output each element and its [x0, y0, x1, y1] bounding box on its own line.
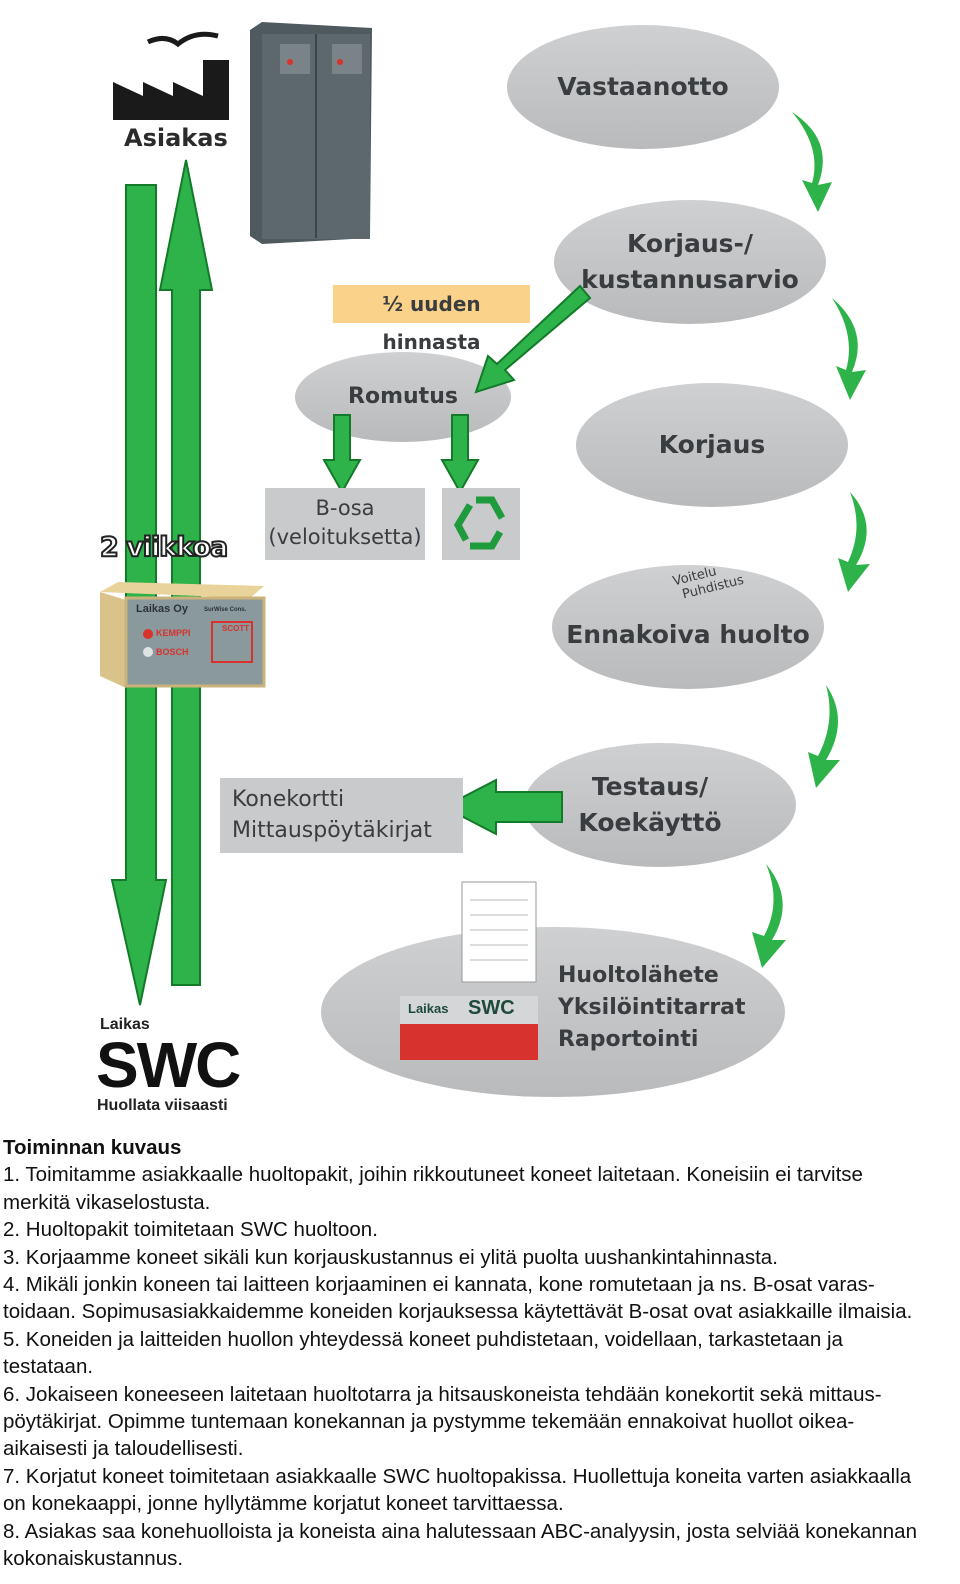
step-testing: Testaus/Koekäyttö [524, 743, 796, 867]
flow-arrows [752, 112, 870, 968]
description-title: Toiminnan kuvaus [3, 1136, 182, 1159]
step-label: Korjaus-/ [626, 229, 754, 258]
step-label: kustannusarvio [581, 265, 799, 294]
step-label: Raportointi [558, 1027, 699, 1052]
factory-icon [113, 31, 229, 120]
step-label: Korjaus [658, 430, 766, 459]
step-preventive-maintenance: Ennakoiva huolto [552, 565, 824, 689]
service-box-image [100, 582, 266, 688]
arrow-to-scrap [474, 284, 592, 394]
description-line: testataan. [3, 1355, 94, 1379]
step-label: Ennakoiva huolto [566, 620, 810, 649]
step-ellipse [576, 383, 848, 507]
step-label: Yksilöintitarrat [558, 995, 746, 1020]
description-line: 3. Korjaamme koneet sikäli kun korjausku… [3, 1245, 778, 1269]
b-parts-box: B-osa (veloituksetta) [265, 488, 425, 560]
description-line: 5. Koneiden ja laitteiden huollon yhteyd… [3, 1327, 843, 1351]
recycle-icon [453, 496, 506, 550]
arrow-to-records [441, 778, 563, 836]
curved-arrow-icon [752, 864, 786, 968]
curved-arrow-icon [808, 685, 840, 788]
duration-label: 2 viikkoa [99, 531, 229, 564]
description-body: 1. Toimitamme asiakkaalle huoltopakit, j… [3, 1161, 958, 1572]
cabinet-image [250, 22, 372, 244]
description-line: 1. Toimitamme asiakkaalle huoltopakit, j… [3, 1163, 863, 1187]
b-parts-note: (veloituksetta) [268, 525, 422, 549]
description-line: 4. Mikäli jonkin koneen tai laitteen kor… [3, 1273, 875, 1297]
scrap-label: Romutus [348, 384, 458, 409]
step-ellipse [554, 200, 826, 324]
step-label: Koekäyttö [578, 808, 722, 837]
description-line: kokonaiskustannus. [3, 1547, 184, 1571]
step-ellipse [524, 743, 796, 867]
description-line: 8. Asiakas saa konehuolloista ja koneist… [3, 1519, 917, 1543]
report-document-image [461, 881, 537, 983]
logo-tagline: Huollata viisaasti [97, 1097, 228, 1114]
step-label: Testaus/ [591, 772, 709, 801]
step-estimate: Korjaus-/ kustannusarvio [554, 200, 826, 324]
arrow-to-recycling [440, 414, 480, 495]
delivery-arrow-down [110, 184, 168, 1006]
logo-top: Laikas [100, 1016, 150, 1033]
customer-label: Asiakas [124, 124, 228, 152]
diagram-graphics [100, 22, 870, 1097]
logo-swc: SWC [96, 1029, 241, 1101]
step-label: Vastaanotto [557, 72, 729, 101]
description-line: aikaisesti ja taloudellisesti. [3, 1437, 244, 1461]
sticker-right: SWC [468, 997, 515, 1019]
step-reception: Vastaanotto [507, 25, 779, 149]
box-partner-label: SCOTT [222, 624, 250, 633]
description-section: Toiminnan kuvaus 1. Toimitamme asiakkaal… [3, 1134, 958, 1573]
box-partner-label: KEMPPI [156, 628, 191, 638]
description-line: 2. Huoltopakit toimitetaan SWC huoltoon. [3, 1218, 378, 1242]
records-label: Konekortti [232, 787, 345, 812]
arrow-to-b-parts [322, 414, 362, 495]
description-line: pöytäkirjat. Opimme tuntemaan konekannan… [3, 1410, 855, 1434]
records-label: Mittauspöytäkirjat [232, 818, 432, 843]
half-price-label: ½ uuden hinnasta [333, 285, 530, 354]
description-line: merkitä vikaselostusta. [3, 1190, 211, 1214]
step-ellipse [507, 25, 779, 149]
description-line: toidaan. Sopimusasiakkaidemme koneiden k… [3, 1300, 913, 1324]
box-brand-label: Laikas Oy [136, 603, 188, 615]
box-partner-label: SurWise Cons. [204, 607, 247, 613]
service-sticker-image [400, 996, 538, 1060]
description-line: 7. Korjatut koneet toimitetaan asiakkaal… [3, 1464, 912, 1488]
b-parts-label: B-osa [315, 496, 375, 520]
curved-arrow-icon [832, 298, 866, 400]
curved-arrow-icon [792, 112, 832, 212]
curved-arrow-icon [838, 492, 870, 592]
description-line: on konekaappi, jonne hyllytämme korjatut… [3, 1492, 564, 1516]
sticker-left: Laikas [408, 1001, 449, 1016]
step-label: Huoltolähete [558, 963, 719, 988]
description-line: 6. Jokaiseen koneeseen laitetaan huoltot… [3, 1382, 882, 1406]
step-repair: Korjaus [576, 383, 848, 507]
return-arrow-up [158, 159, 214, 986]
step-ellipse [552, 565, 824, 689]
box-partner-label: BOSCH [156, 647, 189, 657]
